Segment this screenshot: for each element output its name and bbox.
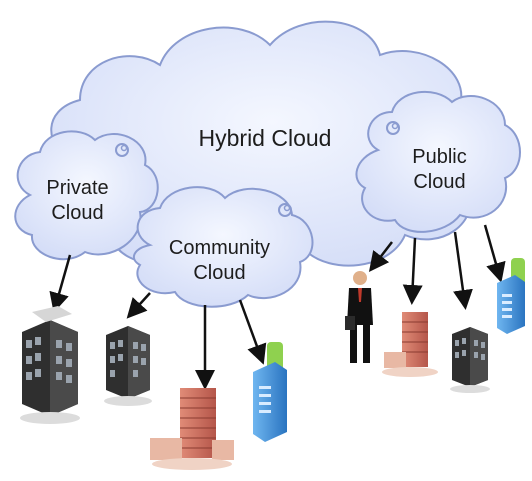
office-building-icon	[450, 327, 490, 393]
public-cloud-shape	[355, 90, 521, 233]
hybrid-cloud-label: Hybrid Cloud	[198, 125, 332, 151]
office-building-icon	[20, 306, 80, 424]
arrow-public-to-office	[453, 231, 473, 310]
private-cloud-label-line1: Private	[46, 177, 109, 199]
arrow-community-to-tower	[238, 299, 267, 365]
public-cloud-label-line2: Cloud	[413, 171, 466, 193]
office-building-icon	[104, 326, 152, 406]
community-cloud-label: Community Cloud	[152, 236, 287, 286]
private-cloud-shape	[14, 130, 159, 261]
community-cloud-shape	[132, 186, 314, 308]
private-cloud-label: Private Cloud	[30, 176, 125, 226]
arrow-public-to-person	[368, 241, 393, 272]
blue-tower-icon	[253, 342, 287, 442]
brick-building-icon	[382, 312, 438, 377]
businessman-icon	[345, 271, 373, 363]
public-cloud-label-line1: Public	[412, 146, 467, 168]
arrow-public-to-brick	[402, 237, 423, 305]
arrow-private-to-office	[49, 254, 72, 313]
arrow-community-to-office	[126, 292, 151, 319]
blue-tower-icon	[497, 258, 525, 334]
connection-arrows	[49, 224, 506, 390]
arrow-public-to-tower	[483, 224, 506, 283]
community-cloud-label-line2: Cloud	[193, 262, 246, 284]
community-cloud-label-line1: Community	[168, 237, 271, 259]
brick-building-icon	[150, 388, 234, 470]
private-cloud-label-line2: Cloud	[51, 202, 104, 224]
public-cloud-label: Public Cloud	[392, 145, 487, 195]
